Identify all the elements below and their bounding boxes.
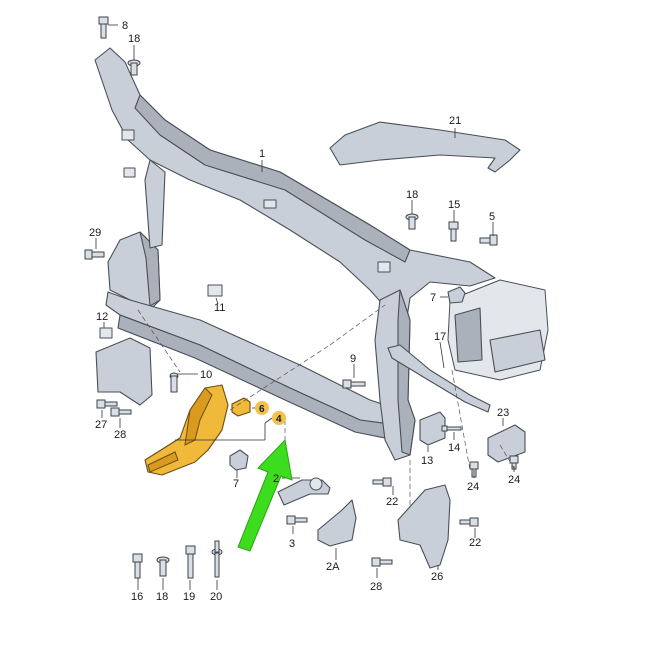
bolt-8: [98, 16, 109, 39]
bolt-27: [96, 399, 118, 409]
clip-7-lower: [229, 449, 249, 471]
label-p20: 20: [210, 591, 222, 603]
bolt-9: [342, 379, 366, 389]
bolt-18-right: [405, 213, 419, 230]
label-p16: 16: [131, 591, 143, 603]
rivet-20: [211, 540, 223, 578]
lock-bracket-2a: [317, 499, 357, 547]
bolt-5: [479, 234, 498, 246]
green-arrow: [237, 438, 293, 552]
label-p10: 10: [200, 369, 212, 381]
clip-7-upper: [447, 286, 466, 304]
bolt-16: [132, 553, 143, 579]
label-p13: 13: [421, 455, 433, 467]
bolt-28-left: [110, 407, 132, 417]
leader-lines: [95, 24, 515, 590]
part-labels: 8 18 1 21 18 15 5 29 11 12 7 9 10 17 23 …: [89, 20, 520, 603]
label-p4: 4: [276, 414, 282, 425]
bolt-22-upper: [372, 477, 392, 487]
label-p19: 19: [183, 591, 195, 603]
label-p11: 11: [214, 302, 225, 314]
label-p24a: 24: [467, 481, 479, 493]
label-p14: 14: [448, 442, 460, 454]
clip-nut-11: [207, 284, 223, 297]
label-p18b: 18: [406, 189, 418, 201]
side-bracket-left: [95, 337, 153, 406]
highlighted-part-4: [144, 384, 229, 476]
label-p7b: 7: [430, 292, 436, 304]
label-p7a: 7: [233, 478, 239, 490]
front-carrier-frame: [94, 47, 496, 461]
screw-14: [441, 425, 462, 432]
label-p5: 5: [489, 211, 495, 223]
bolt-18-top: [127, 59, 141, 76]
bolt-19: [185, 545, 196, 579]
label-p3: 3: [289, 538, 295, 550]
label-p29: 29: [89, 227, 101, 239]
label-p18a: 18: [128, 33, 140, 45]
label-p27: 27: [95, 419, 107, 431]
label-p26: 26: [431, 571, 443, 583]
bolt-15: [448, 221, 459, 242]
label-p17: 17: [434, 331, 446, 343]
label-p8: 8: [122, 20, 128, 32]
label-p1: 1: [259, 148, 265, 160]
bracket-23: [487, 424, 526, 463]
label-p22a: 22: [386, 496, 398, 508]
nut-12: [99, 327, 113, 339]
bolt-22-lower: [459, 517, 479, 527]
badge-4: [272, 411, 286, 425]
highlighted-part-6: [231, 397, 251, 417]
badge-6: [255, 401, 269, 415]
label-p6: 6: [259, 404, 265, 415]
bolt-18-bottom: [156, 556, 170, 577]
label-p24b: 24: [508, 474, 520, 486]
bolt-3: [286, 515, 308, 525]
bolt-10: [169, 372, 179, 393]
label-p2a: 2A: [326, 561, 340, 573]
crossmember-bracket-right: [447, 279, 549, 381]
bolt-28-lower: [371, 557, 393, 567]
bracket-26: [397, 484, 451, 569]
label-p28b: 28: [370, 581, 382, 593]
air-guide-21: [329, 121, 521, 173]
label-p28a: 28: [114, 429, 126, 441]
lock-2: [277, 477, 331, 506]
label-p9: 9: [350, 353, 356, 365]
label-p23: 23: [497, 407, 509, 419]
bracket-13: [419, 411, 446, 446]
label-p18c: 18: [156, 591, 168, 603]
label-p15: 15: [448, 199, 460, 211]
fasteners: [84, 16, 519, 579]
label-p22b: 22: [469, 537, 481, 549]
bolt-29: [84, 249, 105, 260]
label-p12: 12: [96, 311, 108, 323]
label-p2: 2: [273, 473, 279, 485]
lever-17: [387, 344, 491, 413]
label-p21: 21: [449, 115, 461, 127]
